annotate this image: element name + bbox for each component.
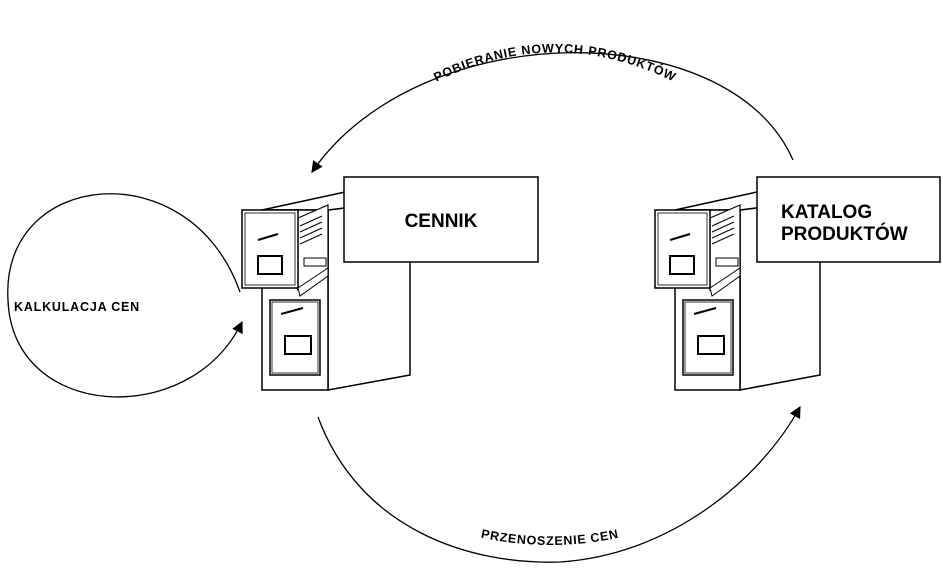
bottom-arrow — [317, 405, 801, 563]
edge-bottom: PRZENOSZENIE CEN — [317, 405, 801, 563]
katalog-label-line1: KATALOG — [781, 202, 872, 223]
edge-top: POBIERANIE NOWYCH PRODUKTÓW — [311, 41, 794, 173]
katalog-node: KATALOG PRODUKTÓW — [756, 176, 941, 263]
edge-loop: KALKULACJA CEN — [7, 193, 243, 398]
cennik-node: CENNIK — [343, 176, 539, 263]
loop-edge-label: KALKULACJA CEN — [14, 300, 140, 314]
top-edge-label: POBIERANIE NOWYCH PRODUKTÓW — [432, 41, 679, 84]
cennik-label: CENNIK — [405, 211, 478, 232]
loop-arrow — [7, 193, 243, 398]
katalog-label-line2: PRODUKTÓW — [781, 223, 908, 245]
top-arrow — [311, 52, 794, 173]
bottom-edge-label: PRZENOSZENIE CEN — [480, 527, 620, 548]
